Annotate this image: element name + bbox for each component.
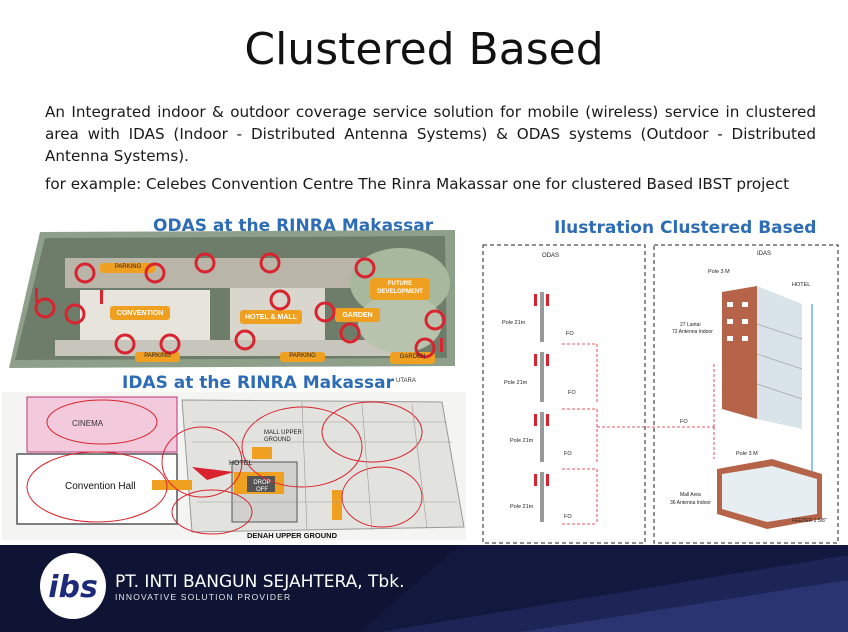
hotel-label: HOTEL [792,282,811,288]
pole-label-2: Pole 21m [504,380,528,386]
map-label-future: FUTURE DEVELOPMENT [377,281,423,295]
example-paragraph: for example: Celebes Convention Centre T… [45,175,790,193]
pole-label-4: Pole 21m [510,504,534,510]
plan-label-mall-upper: MALL UPPER GROUND [264,430,302,443]
map-label-parking-bottom: PARKING [144,353,171,359]
pole-top-label: Pole 3 M [708,269,730,275]
idas-map-caption: IDAS at the RINRA Makassar [122,373,395,393]
fo-label-1: FO [566,331,574,337]
plan-label-cinema: CINEMA [72,419,104,428]
idas-section-label: IDAS [757,251,772,257]
plan-label-hotel: HOTEL [229,460,253,467]
plan-label-denah: DENAH UPPER GROUND [247,531,338,540]
map-label-convention: CONVENTION [116,310,164,317]
map-label-parking-top: PARKING [114,264,142,270]
illustration-caption: Ilustration Clustered Based [554,218,817,238]
odas-site-map: PARKING CONVENTION HOTEL & MALL GARDEN F… [5,228,460,370]
odas-section-label: ODAS [542,253,560,259]
mall-note-1: Mall Area [680,492,701,498]
fo-label-3: FO [564,451,572,457]
map-label-garden: GARDEN [342,312,373,319]
idas-floor-plan: CINEMA Convention Hall MALL UPPER GROUND… [2,392,466,540]
feeder-label: FEEDER 1 5/8" [792,518,827,524]
pole-mall-label: Pole 3 M [736,451,758,457]
plan-label-convention-hall: Convention Hall [65,481,136,492]
footer-band [0,545,848,632]
building-note-1: 27 Lantai [680,322,701,328]
slide-title: Clustered Based [244,24,604,75]
map-label-garden-bottom: GARDEN [399,354,426,360]
map-label-parking-bottom-2: PARKING [289,353,316,359]
fo-main-label: FO [680,419,688,425]
clustered-illustration: ODAS IDAS Pole 21m Pole 21m Pole 21m Pol… [482,244,840,546]
pole-label-1: Pole 21m [502,320,526,326]
pole-label-3: Pole 21m [510,438,534,444]
building-note-2: 72 Antenna Indoor [672,329,713,335]
north-indicator-label: UTARA [396,378,416,384]
fo-label-4: FO [564,514,572,520]
company-tagline: INNOVATIVE SOLUTION PROVIDER [115,592,292,602]
company-logo-text: ibs [48,570,98,605]
fo-label-2: FO [568,390,576,396]
company-logo [40,553,106,619]
intro-paragraph: An Integrated indoor & outdoor coverage … [45,103,816,165]
map-label-hotel-mall: HOTEL & MALL [245,314,297,321]
company-name: PT. INTI BANGUN SEJAHTERA, Tbk. [115,572,405,592]
mall-note-2: 36 Antenna Indoor [670,500,711,506]
plan-label-drop-off: DROP OFF [253,480,271,493]
